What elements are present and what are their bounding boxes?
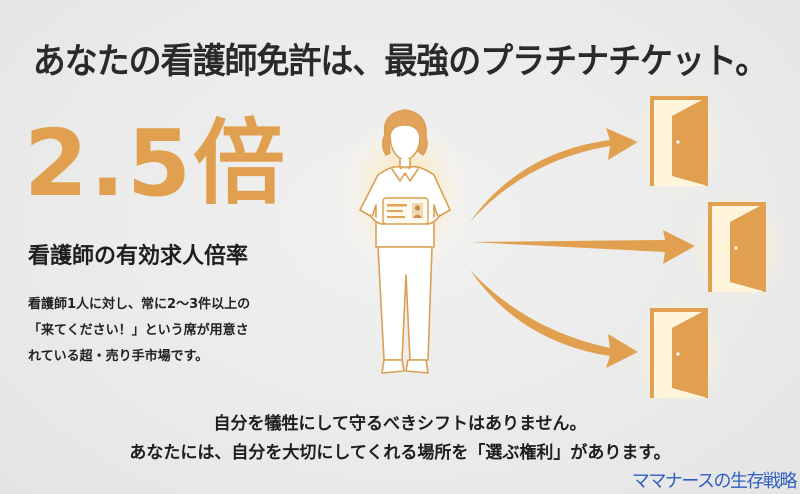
arrow-up-right-icon: [470, 128, 638, 222]
arrow-right-icon: [470, 230, 695, 264]
open-door-icon: [688, 188, 788, 308]
stat-value: 2.5倍: [24, 110, 287, 217]
closing-message: 自分を犠牲にして守るべきシフトはありません。 あなたには、自分を大切にしてくれる…: [0, 410, 800, 468]
stat-label: 看護師の有効求人倍率: [28, 244, 249, 269]
closing-line: あなたには、自分を大切にしてくれる場所を「選ぶ権利」があります。: [129, 443, 671, 463]
open-door-icon: [630, 294, 730, 400]
closing-line: 自分を犠牲にして守るべきシフトはありません。: [213, 414, 587, 434]
description-line: 「来てください！」という席が用意さ: [28, 323, 249, 338]
arrow-down-right-icon: [470, 270, 638, 368]
headline: あなたの看護師免許は、最強のプラチナチケット。: [32, 42, 768, 82]
open-door-icon: [630, 82, 730, 202]
description-line: 看護師1人に対し、常に2〜3件以上の: [28, 297, 251, 312]
nurse-holding-license-icon: [335, 109, 475, 374]
career-options-diagram: [470, 82, 788, 400]
description: 看護師1人に対し、常に2〜3件以上の 「来てください！」という席が用意さ れてい…: [28, 292, 250, 370]
description-line: れている超・売り手市場です。: [28, 349, 209, 364]
watermark: ママナースの生存戦略: [631, 471, 798, 492]
